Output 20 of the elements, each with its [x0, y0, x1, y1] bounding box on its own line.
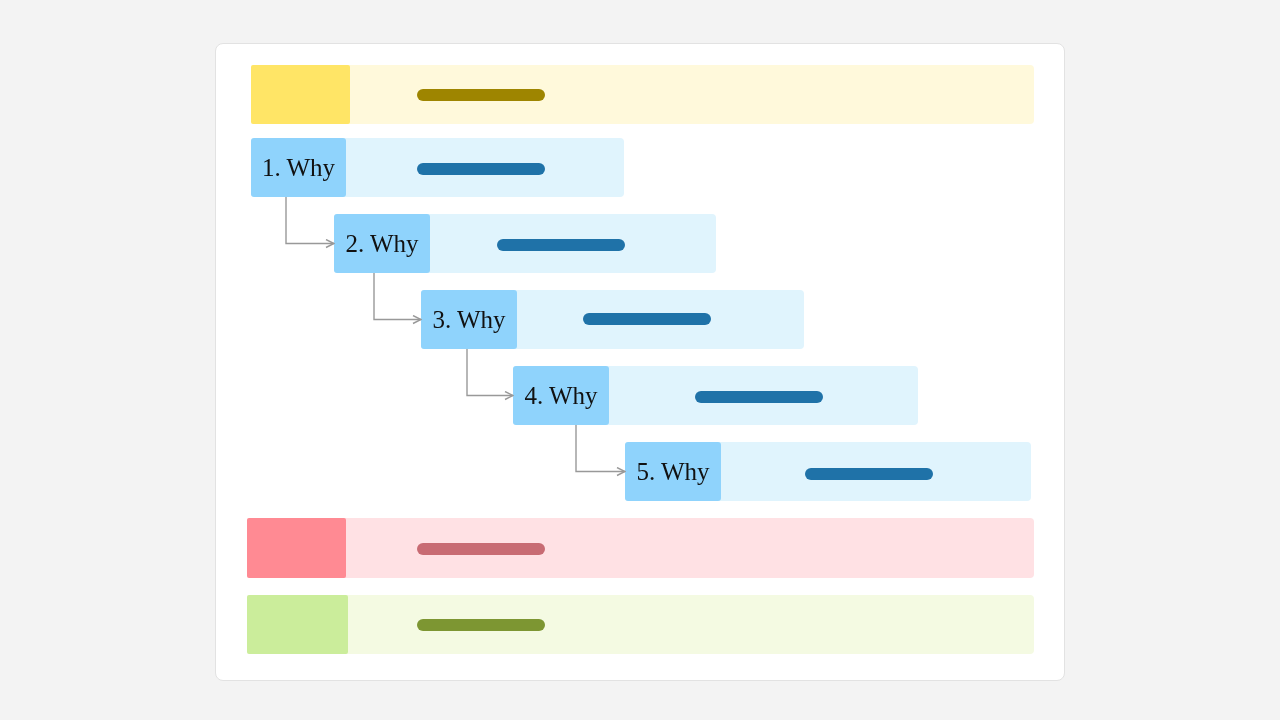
row-band — [247, 518, 1034, 578]
step-box: 5. Why — [625, 442, 721, 501]
connector-arrow — [285, 196, 335, 249]
step-box: 2. Why — [334, 214, 430, 273]
connector-arrow — [466, 348, 514, 401]
step-box: 3. Why — [421, 290, 517, 349]
connector-arrow — [373, 272, 422, 325]
row-band — [334, 214, 716, 273]
row-band — [421, 290, 804, 349]
row-band — [251, 65, 1034, 124]
row-band — [247, 595, 1034, 654]
step-box: 4. Why — [513, 366, 609, 425]
color-tab — [247, 595, 348, 654]
row-band — [251, 138, 624, 197]
row-band — [513, 366, 918, 425]
color-tab — [247, 518, 346, 578]
connector-arrow — [575, 424, 626, 477]
step-box: 1. Why — [251, 138, 346, 197]
color-tab — [251, 65, 350, 124]
row-band — [625, 442, 1031, 501]
